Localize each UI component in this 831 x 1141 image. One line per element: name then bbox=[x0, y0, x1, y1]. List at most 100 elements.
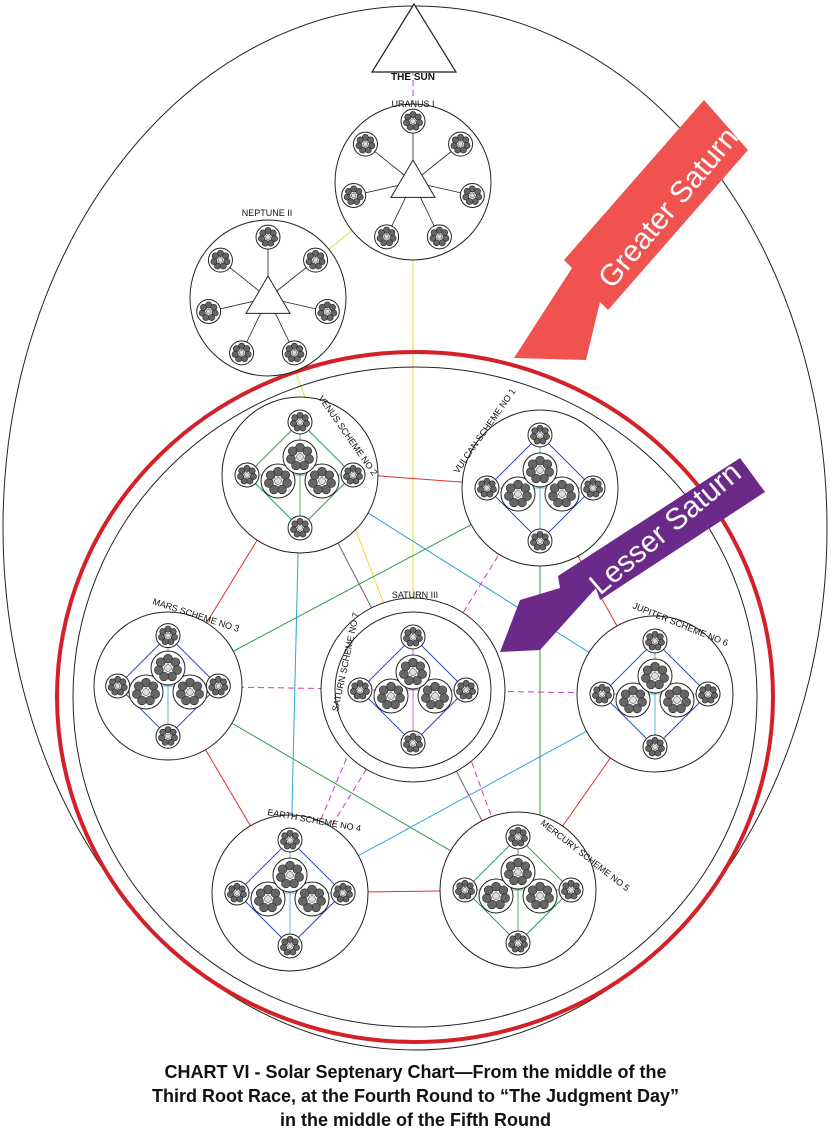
uranus-scheme-globe-sub bbox=[367, 136, 375, 144]
uranus-scheme-globe-sub bbox=[343, 193, 351, 201]
mercury-scheme-outer-globe-sub bbox=[511, 839, 519, 847]
mars-scheme-inner-globe-sub bbox=[145, 695, 155, 706]
earth-scheme-inner-globe-sub bbox=[272, 896, 282, 906]
saturn-scheme-outer-globe-sub bbox=[403, 741, 410, 748]
venus-scheme-inner-globe-core bbox=[274, 477, 282, 485]
saturn-scheme-outer-globe-core bbox=[410, 740, 416, 746]
uranus-scheme-globe-sub bbox=[378, 229, 385, 237]
venus-scheme-outer-globe-core bbox=[350, 472, 356, 478]
mars-scheme-inner-globe-sub bbox=[148, 681, 159, 691]
earth-scheme-outer-globe-sub bbox=[346, 891, 353, 898]
earth-scheme-outer-globe-sub bbox=[291, 832, 299, 840]
saturn-scheme-outer-globe-sub bbox=[412, 745, 420, 753]
jupiter-scheme-inner-globe-sub bbox=[681, 697, 691, 707]
earth-scheme-outer-globe-sub bbox=[333, 891, 341, 898]
jupiter-scheme-outer-globe-sub bbox=[595, 696, 603, 704]
saturn-scheme-outer-globe-sub bbox=[361, 682, 369, 690]
earth-scheme-inner-globe-sub bbox=[277, 864, 288, 874]
mars-scheme-outer-globe-sub bbox=[107, 684, 115, 691]
earth-scheme-inner-globe-sub bbox=[311, 902, 321, 913]
neptune-scheme-globe-sub bbox=[200, 304, 207, 311]
mercury-scheme-outer-globe-core bbox=[462, 887, 468, 893]
earth-scheme-outer-globe-core bbox=[287, 837, 293, 843]
mercury-scheme-outer-globe-sub bbox=[574, 888, 581, 895]
jupiter-scheme-inner-globe bbox=[659, 682, 695, 718]
vulcan-scheme-outer-globe-sub bbox=[586, 490, 594, 498]
neptune-scheme-globe-sub bbox=[267, 239, 275, 247]
venus-scheme-outer-globe-sub bbox=[293, 530, 301, 538]
earth-scheme-outer-globe-sub bbox=[239, 891, 247, 898]
mercury-scheme-inner-globe-sub bbox=[509, 875, 519, 886]
jupiter-scheme-outer-globe-sub bbox=[646, 739, 654, 747]
saturn-scheme-outer-globe-sub bbox=[459, 692, 467, 700]
saturn-scheme-inner-globe-sub bbox=[395, 693, 405, 703]
greater-saturn-arrow: Greater Saturn bbox=[514, 100, 748, 360]
uranus-scheme-globe-sub bbox=[376, 234, 384, 242]
neptune-scheme-globe-sub bbox=[326, 314, 334, 321]
earth-scheme-inner-globe-sub bbox=[270, 888, 281, 898]
venus-scheme-outer-globe-sub bbox=[291, 414, 299, 422]
uranus-scheme-globe-core bbox=[469, 192, 475, 199]
neptune-scheme-globe bbox=[196, 299, 222, 325]
uranus-scheme-globe-sub bbox=[433, 239, 440, 247]
vulcan-scheme-outer-globe bbox=[527, 422, 553, 448]
jupiter-scheme-outer-globe-sub bbox=[603, 686, 611, 694]
earth-scheme-outer-globe-sub bbox=[230, 895, 238, 903]
mars-scheme-inner-globe-sub bbox=[137, 695, 147, 706]
uranus-scheme-globe-sub bbox=[438, 239, 446, 247]
saturn-scheme-outer-globe-sub bbox=[351, 682, 359, 690]
earth-scheme-outer-globe-core bbox=[340, 890, 346, 896]
venus-scheme-outer-globe-sub bbox=[238, 467, 246, 475]
uranus-scheme-globe-sub bbox=[471, 198, 479, 205]
earth-scheme-inner-globe bbox=[272, 857, 308, 893]
neptune-scheme-globe-core bbox=[238, 350, 245, 356]
saturn-scheme-outer-globe bbox=[453, 677, 479, 703]
mercury-scheme-inner-globe-sub bbox=[544, 893, 554, 903]
uranus-scheme-globe-sub bbox=[386, 239, 393, 247]
mercury-scheme-outer-globe-sub bbox=[455, 888, 462, 895]
earth-scheme-inner-globe-sub bbox=[267, 902, 277, 913]
jupiter-scheme-inner-globe-sub bbox=[632, 703, 642, 714]
vulcan-scheme-outer-globe-sub bbox=[592, 490, 600, 498]
venus-scheme-outer-globe-sub bbox=[303, 420, 310, 427]
jupiter-scheme-outer-globe-core bbox=[705, 691, 711, 697]
neptune-scheme-globe-core bbox=[324, 308, 330, 315]
mercury-scheme-outer-globe-sub bbox=[508, 941, 515, 948]
vulcan-scheme-inner-globe-sub bbox=[505, 483, 516, 493]
jupiter-scheme-inner-globe-sub bbox=[646, 679, 656, 690]
mercury-scheme-outer-globe bbox=[505, 930, 531, 956]
mercury-scheme-outer-globe-sub bbox=[467, 888, 475, 895]
caption-line-2: Third Root Race, at the Fourth Round to … bbox=[152, 1086, 679, 1106]
uranus-scheme-globe-sub bbox=[389, 234, 397, 242]
venus-scheme-inner-globe bbox=[282, 439, 318, 475]
mars-scheme-outer-globe bbox=[155, 623, 181, 649]
jupiter-scheme-outer-globe-sub bbox=[648, 749, 656, 757]
vulcan-scheme-outer-globe-sub bbox=[477, 486, 484, 493]
uranus-scheme-globe-sub bbox=[442, 234, 450, 242]
jupiter-scheme-inner-globe bbox=[615, 682, 651, 718]
saturn-scheme-inner-globe-sub bbox=[412, 675, 422, 686]
saturn-scheme-inner-globe-sub bbox=[437, 685, 448, 695]
saturn-scheme-inner-globe-core bbox=[431, 692, 439, 700]
saturn-scheme-inner-globe-sub bbox=[377, 693, 387, 703]
neptune-scheme-globe-sub bbox=[222, 252, 230, 260]
solar-septenary-diagram: THE SUN URANUS I NEPTUNE II VENUS SCHEME… bbox=[2, 2, 828, 1051]
mercury-scheme-outer-globe-sub bbox=[464, 892, 472, 900]
vulcan-scheme-outer-globe-sub bbox=[480, 490, 488, 498]
vulcan-scheme-outer-globe-sub bbox=[486, 490, 494, 498]
neptune-scheme-globe-sub bbox=[233, 345, 240, 353]
mars-scheme-outer-globe-sub bbox=[159, 628, 167, 635]
neptune-scheme-globe-sub bbox=[244, 350, 252, 358]
mercury-scheme-outer-globe-sub bbox=[521, 941, 528, 948]
uranus-scheme-globe-sub bbox=[355, 188, 363, 195]
mars-scheme-outer-globe-sub bbox=[109, 678, 116, 686]
neptune-scheme-globe-sub bbox=[317, 252, 325, 260]
neptune-scheme-globe-sub bbox=[219, 262, 227, 270]
vulcan-scheme-inner-globe-sub bbox=[527, 459, 538, 469]
saturn-scheme-outer-globe bbox=[400, 624, 426, 650]
earth-scheme-inner-globe-sub bbox=[316, 896, 326, 906]
mercury-scheme-inner-globe-sub bbox=[495, 899, 505, 910]
saturn-scheme-inner-globe-sub bbox=[393, 685, 404, 695]
uranus-scheme-globe bbox=[448, 131, 474, 157]
uranus-scheme-globe-sub bbox=[359, 146, 366, 154]
